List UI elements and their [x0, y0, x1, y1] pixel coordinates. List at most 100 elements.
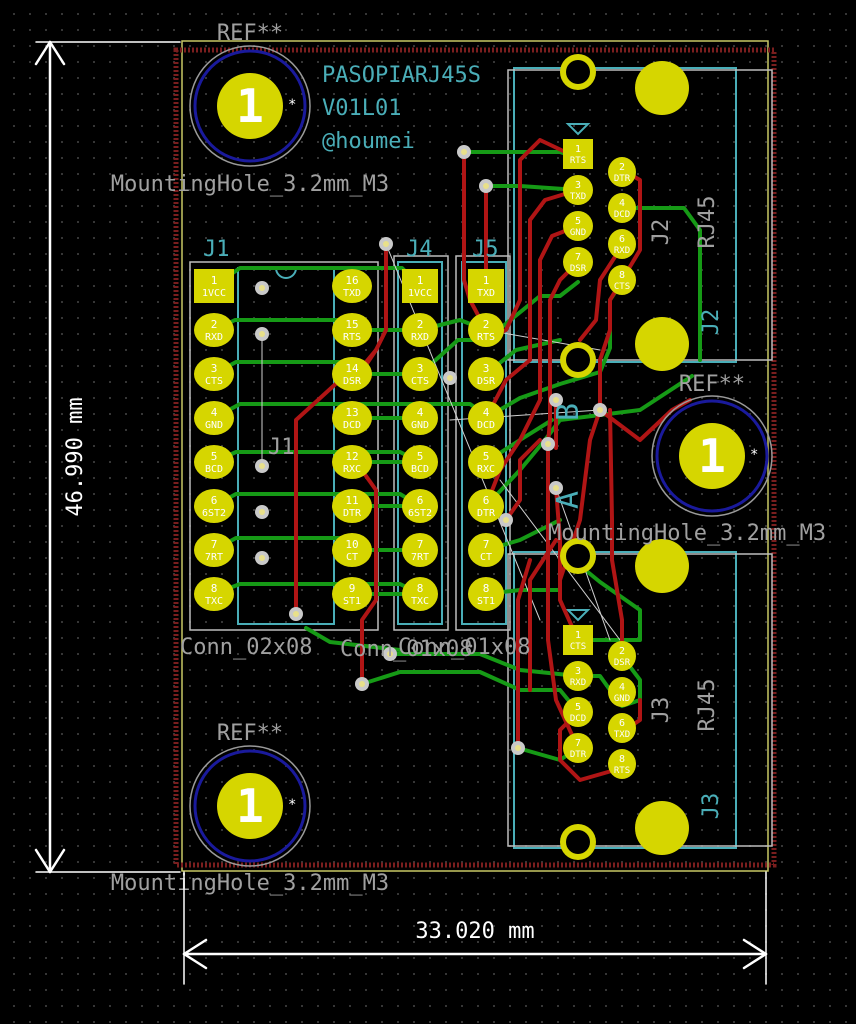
- j2-b-mark: B: [551, 403, 586, 421]
- pad-number: 3: [211, 362, 218, 375]
- hole-ref-label: REF**: [217, 721, 283, 746]
- pad-net-name: DCD: [614, 210, 630, 220]
- hole-ring: [193, 749, 307, 863]
- pad-net-name: DTR: [477, 508, 496, 519]
- pad-net-name: RTS: [614, 766, 630, 776]
- pad-oval: [402, 533, 438, 567]
- pad-net-name: TXD: [570, 192, 586, 202]
- pad-net-name: DCD: [477, 420, 495, 431]
- j3-pin1-marker: [565, 609, 591, 622]
- pad-net-name: DTR: [614, 174, 631, 184]
- via-drill: [259, 555, 265, 561]
- pad-oval: [194, 533, 234, 567]
- anchor-mark: *: [288, 797, 296, 813]
- front-copper-trace: [578, 244, 624, 342]
- hole-ring: [655, 399, 769, 513]
- hole-outline: [651, 395, 773, 517]
- pad-net-name: CT: [346, 552, 358, 563]
- pad-net-name: ST1: [343, 596, 361, 607]
- pad-number: 10: [345, 538, 358, 551]
- pad-net-name: 1VCC: [408, 288, 432, 299]
- pad-oval: [332, 357, 372, 391]
- pad-oval: [332, 313, 372, 347]
- pad-number: 6: [211, 494, 218, 507]
- pad-square: [194, 269, 234, 303]
- pad-oval: [402, 445, 438, 479]
- pad-oval: [563, 247, 593, 277]
- pad-oval: [332, 445, 372, 479]
- pad-square: [563, 625, 593, 655]
- pad-number: 8: [619, 754, 625, 765]
- pad-oval: [468, 313, 504, 347]
- j3-ref-label: J3: [699, 793, 724, 820]
- pad-number: 5: [211, 450, 218, 463]
- pad-number: 4: [417, 406, 424, 419]
- pad-net-name: CTS: [205, 376, 223, 387]
- j4-value-label: Conn_01x08: [340, 637, 472, 662]
- via-drill: [515, 745, 521, 751]
- height-dimension-text: 46.990 mm: [63, 397, 88, 516]
- pad-oval: [468, 401, 504, 435]
- rj45-fab-outline: [507, 69, 773, 361]
- pin-pad: 7CT: [468, 533, 504, 567]
- via-drill: [259, 285, 265, 291]
- pad-net-name: DSR: [477, 376, 496, 387]
- pad-number: 5: [417, 450, 424, 463]
- pad-oval: [468, 445, 504, 479]
- via-drill: [293, 611, 299, 617]
- anchor-mark: *: [750, 447, 758, 463]
- mounting-hole: 1*: [189, 745, 311, 867]
- j1-fab-ref: J1: [268, 435, 295, 460]
- pad-net-name: DTR: [570, 750, 587, 760]
- front-copper-trace: [294, 348, 378, 616]
- j2-ref-fab: J2: [649, 219, 674, 246]
- via-drill: [259, 331, 265, 337]
- pad-oval: [194, 445, 234, 479]
- hole-footprint-label: MountingHole_3.2mm_M3: [111, 172, 389, 197]
- pad-number: 3: [417, 362, 424, 375]
- via-drill: [553, 485, 559, 491]
- j4-fab-outline: [393, 255, 449, 631]
- pad-number: 8: [417, 582, 424, 595]
- j2-pin1-marker: [565, 123, 591, 136]
- front-copper-trace: [546, 260, 580, 446]
- pad-number: 7: [417, 538, 424, 551]
- pad-net-name: 7RT: [411, 552, 429, 563]
- pad-number: 5: [575, 216, 581, 227]
- rj45-shield-pad: [635, 61, 689, 115]
- pad-net-name: 1VCC: [202, 288, 226, 299]
- rj45-silk-outline: [513, 551, 737, 849]
- via-drill: [359, 681, 365, 687]
- j4-silk-outline: [397, 261, 443, 625]
- pad-net-name: CTS: [570, 642, 586, 652]
- pad-net-name: BCD: [411, 464, 429, 475]
- pad-number: 3: [575, 666, 581, 677]
- pad-oval: [194, 401, 234, 435]
- pad-net-name: TXC: [411, 596, 429, 607]
- pad-number: 4: [619, 682, 625, 693]
- pad-square: [468, 269, 504, 303]
- pad-oval: [402, 489, 438, 523]
- pad-layer: 1*1*1*11VCC2RXD3CTS4GND5BCD66ST277RT8TXC…: [189, 45, 773, 867]
- pad-oval: [194, 313, 234, 347]
- via-drill: [461, 149, 467, 155]
- pad-number: 1: [211, 274, 218, 287]
- anchor-mark: *: [288, 97, 296, 113]
- hole-pad: [679, 423, 745, 489]
- pad-net-name: DSR: [570, 264, 587, 274]
- pad-net-name: BCD: [205, 464, 223, 475]
